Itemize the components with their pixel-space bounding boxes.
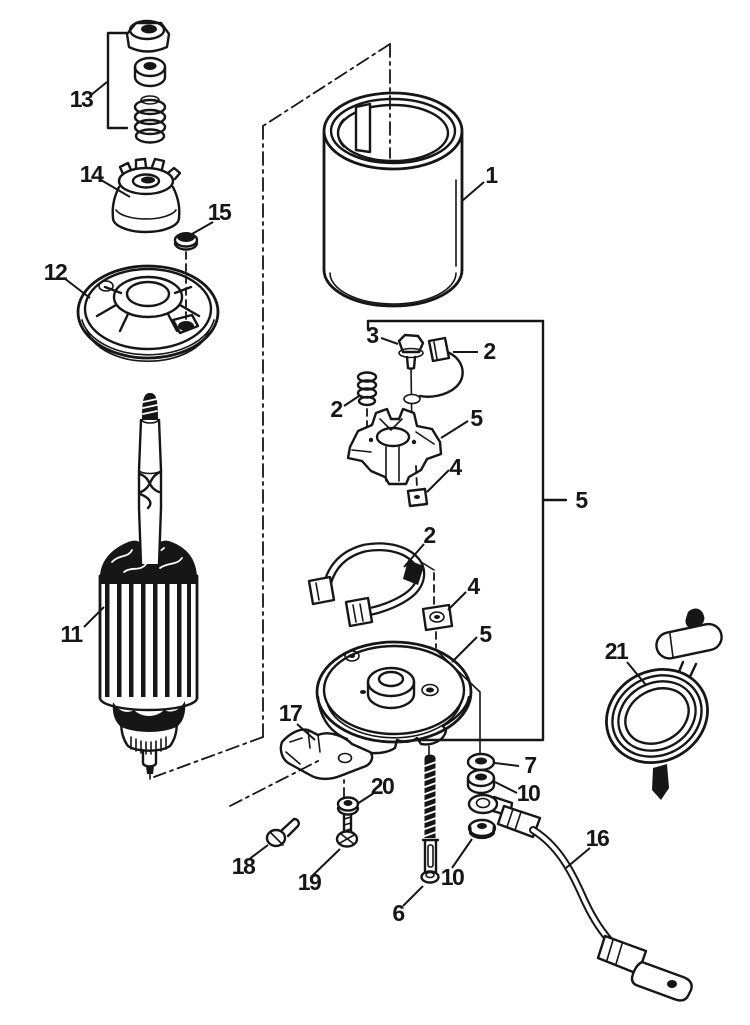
callout-16-leader [565, 847, 591, 869]
callout-2-spring-leader [343, 395, 360, 407]
callout-17: 17 [279, 700, 302, 726]
assembly-bracket-5 [366, 319, 545, 742]
part-4-square-upper [406, 487, 429, 508]
callout-5-plate-leader [440, 420, 469, 439]
callout-12-leader [63, 277, 91, 299]
part-7-lockwasher [466, 752, 496, 772]
callout-18: 18 [232, 853, 256, 879]
callout-12: 12 [44, 259, 67, 285]
callout-10-lower: 10 [441, 864, 464, 890]
callout-2-spring: 2 [330, 396, 342, 422]
part-10-washer-upper [466, 768, 496, 795]
callout-15-leader [191, 221, 214, 235]
callout-6: 6 [392, 900, 404, 926]
callout-14: 14 [80, 161, 104, 187]
callout-5-cap: 5 [479, 621, 492, 647]
part-16-battery-cable [496, 804, 693, 1002]
callout-19-leader [310, 848, 341, 878]
callout-3: 3 [366, 322, 378, 348]
part-11-armature [98, 393, 199, 780]
callout-5-bracket: 5 [575, 487, 588, 513]
callout-2-harness: 2 [423, 522, 435, 548]
callout-18-leader [247, 844, 269, 861]
part-12-end-frame [76, 264, 220, 362]
part-14-drive-pinion [111, 157, 182, 234]
callout-13: 13 [70, 86, 93, 112]
callout-1: 1 [485, 162, 498, 188]
callout-13-leader [90, 81, 108, 96]
callout-16: 16 [586, 825, 609, 851]
callout-15: 15 [208, 199, 232, 225]
callout-14-leader [100, 179, 131, 198]
callout-5-cap-leader [451, 636, 478, 663]
callout-4-upper: 4 [449, 454, 462, 480]
part-2-lead-harness [307, 542, 435, 628]
callout-19: 19 [298, 869, 321, 895]
callout-10-upper: 10 [517, 780, 540, 806]
part-20-nut [336, 796, 360, 816]
callout-4-upper-leader [426, 469, 450, 493]
callout-21-leader [626, 661, 647, 686]
part-19-screw [335, 812, 359, 848]
part-5-brush-plate [346, 407, 443, 489]
callout-20-leader [356, 792, 375, 805]
part-1-frame-cylinder [322, 43, 464, 308]
callout-7: 7 [524, 752, 536, 778]
part-4-square-lower [421, 603, 454, 649]
callout-4-lower: 4 [467, 573, 480, 599]
callout-2-harness-leader [403, 543, 425, 568]
callout-3-leader [380, 337, 399, 345]
part-13-locknut-spacer-spring [106, 19, 171, 144]
callout-17-leader [296, 723, 316, 741]
part-18-screw [229, 759, 321, 848]
callout-6-leader [402, 885, 424, 907]
part-6-through-stud [420, 754, 440, 884]
callout-20: 20 [371, 773, 394, 799]
centerlines [153, 43, 391, 778]
callout-1-leader [461, 181, 485, 202]
callout-7-leader [494, 762, 520, 767]
callout-11: 11 [60, 621, 83, 647]
callout-10-lower-leader [451, 838, 473, 869]
callout-4-lower-leader [447, 591, 467, 611]
callout-10-upper-leader [494, 781, 518, 794]
part-10-nut-lower [467, 818, 497, 840]
part-15-nut [173, 232, 199, 251]
callout-11-leader [83, 606, 105, 628]
part-21-coiled-link [605, 608, 723, 800]
callout-2-brush: 2 [483, 338, 495, 364]
part-17-mount-bracket [279, 728, 374, 781]
callout-21: 21 [605, 638, 629, 664]
part-2-brush-lead [418, 336, 464, 398]
callout-5-plate: 5 [470, 405, 483, 431]
